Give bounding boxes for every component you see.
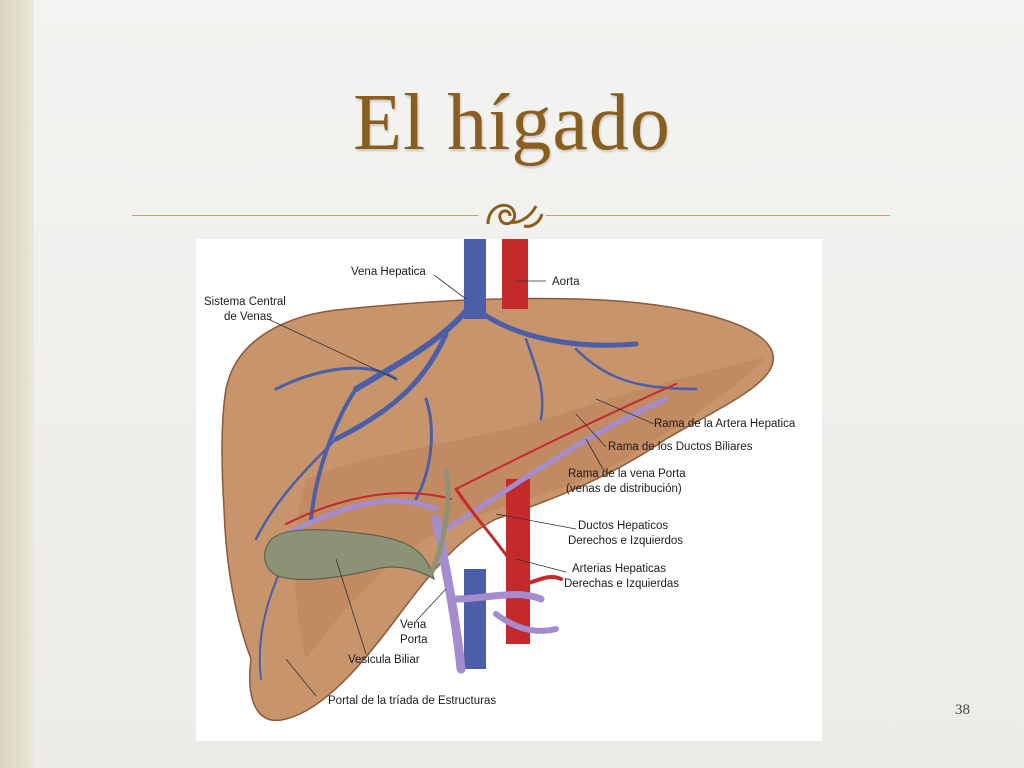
label-arterias-hepaticas-1: Arterias Hepaticas: [572, 563, 666, 575]
scroll-ornament-icon: [486, 203, 544, 228]
cystic-duct: [428, 468, 451, 575]
label-sistema-central-1: Sistema Central: [204, 296, 286, 308]
label-ductos-hepaticos-2: Derechos e Izquierdos: [568, 535, 683, 547]
vena-cava: [464, 239, 486, 319]
left-decorative-band: [0, 0, 34, 768]
portal-vein-branches: [273, 396, 669, 674]
label-rama-vena-porta-2: (venas de distribución): [566, 483, 682, 495]
aorta: [502, 239, 528, 309]
hepatic-artery-branches: [285, 383, 677, 586]
label-sistema-central-2: de Venas: [224, 311, 272, 323]
liver-shade: [294, 357, 766, 659]
label-rama-vena-porta-1: Rama de la vena Porta: [568, 468, 686, 480]
label-vena-hepatica: Vena Hepatica: [351, 266, 426, 278]
title-rule-right: [546, 215, 890, 216]
liver-illustration: Vena Hepatica Aorta Sistema Central de V…: [204, 239, 796, 722]
slide-title: El hígado: [353, 79, 671, 167]
label-leader-lines: [267, 274, 655, 697]
label-rama-ductos: Rama de los Ductos Biliares: [608, 441, 753, 453]
title-rule-left: [132, 215, 478, 216]
label-portal-triada: Portal de la tríada de Estructuras: [328, 695, 496, 707]
label-ductos-hepaticos-1: Ductos Hepaticos: [578, 520, 668, 532]
label-arterias-hepaticas-2: Derechas e Izquierdas: [564, 578, 679, 590]
label-vena-porta-2: Porta: [400, 634, 428, 646]
label-vesicula-biliar: Vesicula Biliar: [348, 654, 420, 666]
vena-cava-lower: [464, 569, 486, 669]
page-number: 38: [955, 702, 970, 718]
gallbladder: [264, 529, 435, 581]
label-vena-porta-1: Vena: [400, 619, 427, 631]
label-aorta: Aorta: [552, 276, 580, 288]
label-rama-arteria: Rama de la Artera Hepatica: [654, 418, 796, 430]
liver-anatomy-figure: Vena Hepatica Aorta Sistema Central de V…: [196, 239, 822, 741]
